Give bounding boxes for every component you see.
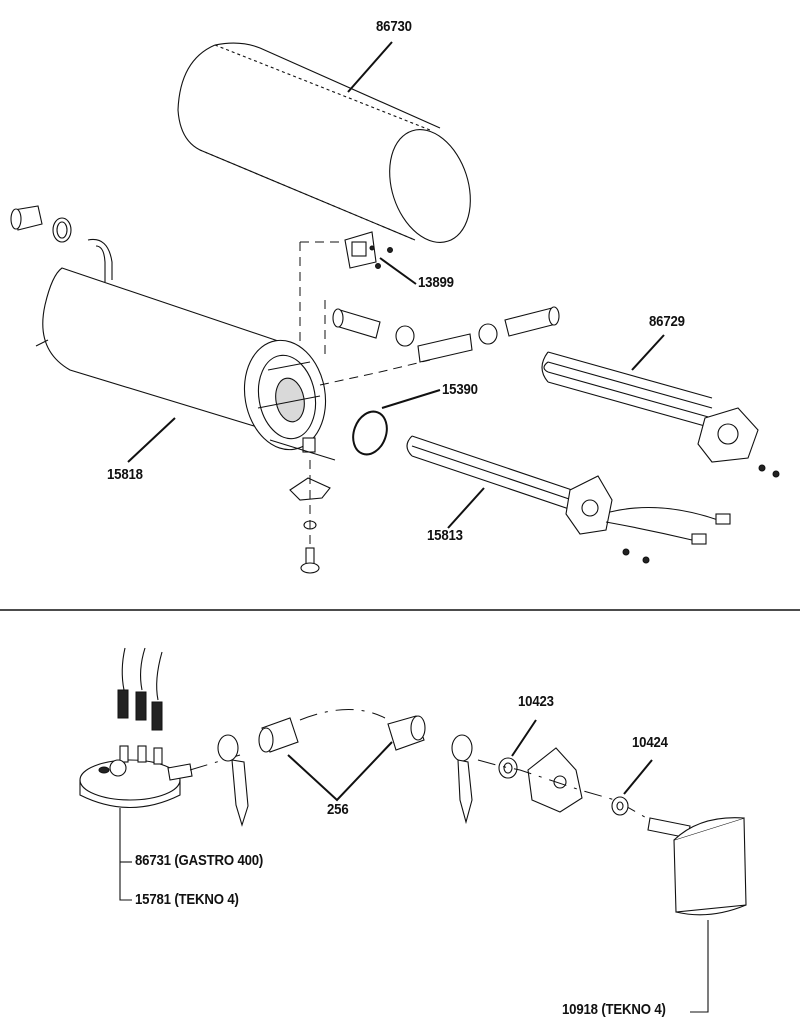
washer-10424 — [611, 796, 629, 816]
insulation-cylinder-86730 — [177, 42, 471, 243]
nut-10423 — [498, 757, 518, 779]
hose-clamp-right — [451, 734, 473, 825]
mounting-plate — [527, 747, 583, 813]
thermostat-86731 — [79, 745, 193, 808]
part-label-86730: 86730 — [376, 18, 412, 35]
heating-element-15813 — [406, 435, 731, 564]
tank-cylinder-15818 — [35, 267, 336, 461]
part-label-10424: 10424 — [632, 734, 668, 751]
part-label-15390: 15390 — [442, 381, 478, 398]
leader-10424 — [623, 759, 653, 795]
part-label-13899: 13899 — [418, 274, 454, 291]
leader-15390 — [381, 389, 441, 409]
hose-256 — [258, 709, 426, 753]
inlet-pipe-left — [10, 205, 113, 282]
leader-15781 — [119, 808, 132, 901]
center-hose-assembly — [332, 306, 560, 363]
gasket-15390 — [352, 410, 388, 456]
part-label-256: 256 — [327, 801, 349, 818]
heating-element-86729 — [541, 351, 780, 478]
leader-13899 — [379, 257, 417, 285]
guide-line — [319, 359, 431, 386]
leader-86730 — [347, 41, 393, 93]
leader-86729 — [631, 334, 665, 371]
leader-10423 — [511, 719, 537, 757]
part-label-15813: 15813 — [427, 527, 463, 544]
part-label-86729: 86729 — [649, 313, 685, 330]
thermostat-bracket-13899 — [344, 231, 393, 269]
part-label-10423: 10423 — [518, 693, 554, 710]
leader-15818 — [127, 417, 176, 463]
part-label-86731: 86731 (GASTRO 400) — [135, 852, 264, 869]
hose-clamp-left — [217, 734, 249, 827]
part-label-15818: 15818 — [107, 466, 143, 483]
leader-15813 — [447, 487, 485, 529]
thermostat-wires — [117, 647, 163, 731]
leader-10918 — [690, 920, 709, 1013]
part-label-10918: 10918 (TEKNO 4) — [562, 1001, 666, 1018]
sensor-10918 — [647, 817, 747, 916]
part-label-15781: 15781 (TEKNO 4) — [135, 891, 239, 908]
leader-256 — [287, 741, 393, 802]
